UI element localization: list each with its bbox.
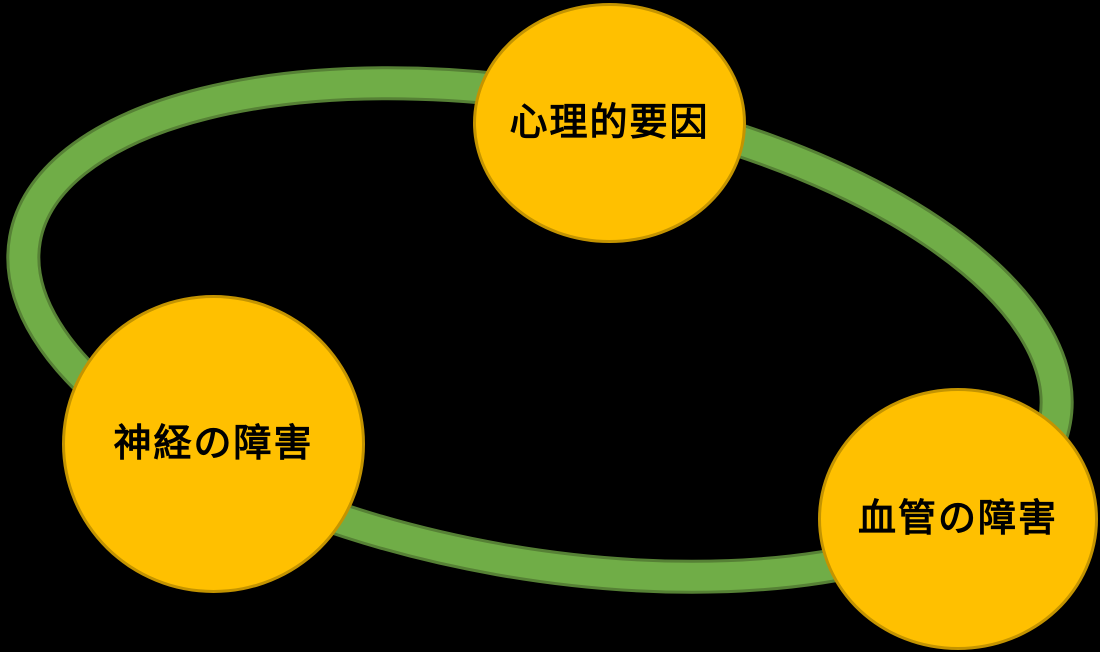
node-nerve-disorder-label: 神経の障害: [113, 423, 314, 465]
node-vascular-disorder: 血管の障害: [818, 388, 1098, 650]
node-psychological-factors: 心理的要因: [473, 3, 746, 243]
node-nerve-disorder: 神経の障害: [62, 295, 365, 593]
node-psychological-factors-label: 心理的要因: [509, 102, 710, 144]
node-vascular-disorder-label: 血管の障害: [857, 498, 1058, 540]
